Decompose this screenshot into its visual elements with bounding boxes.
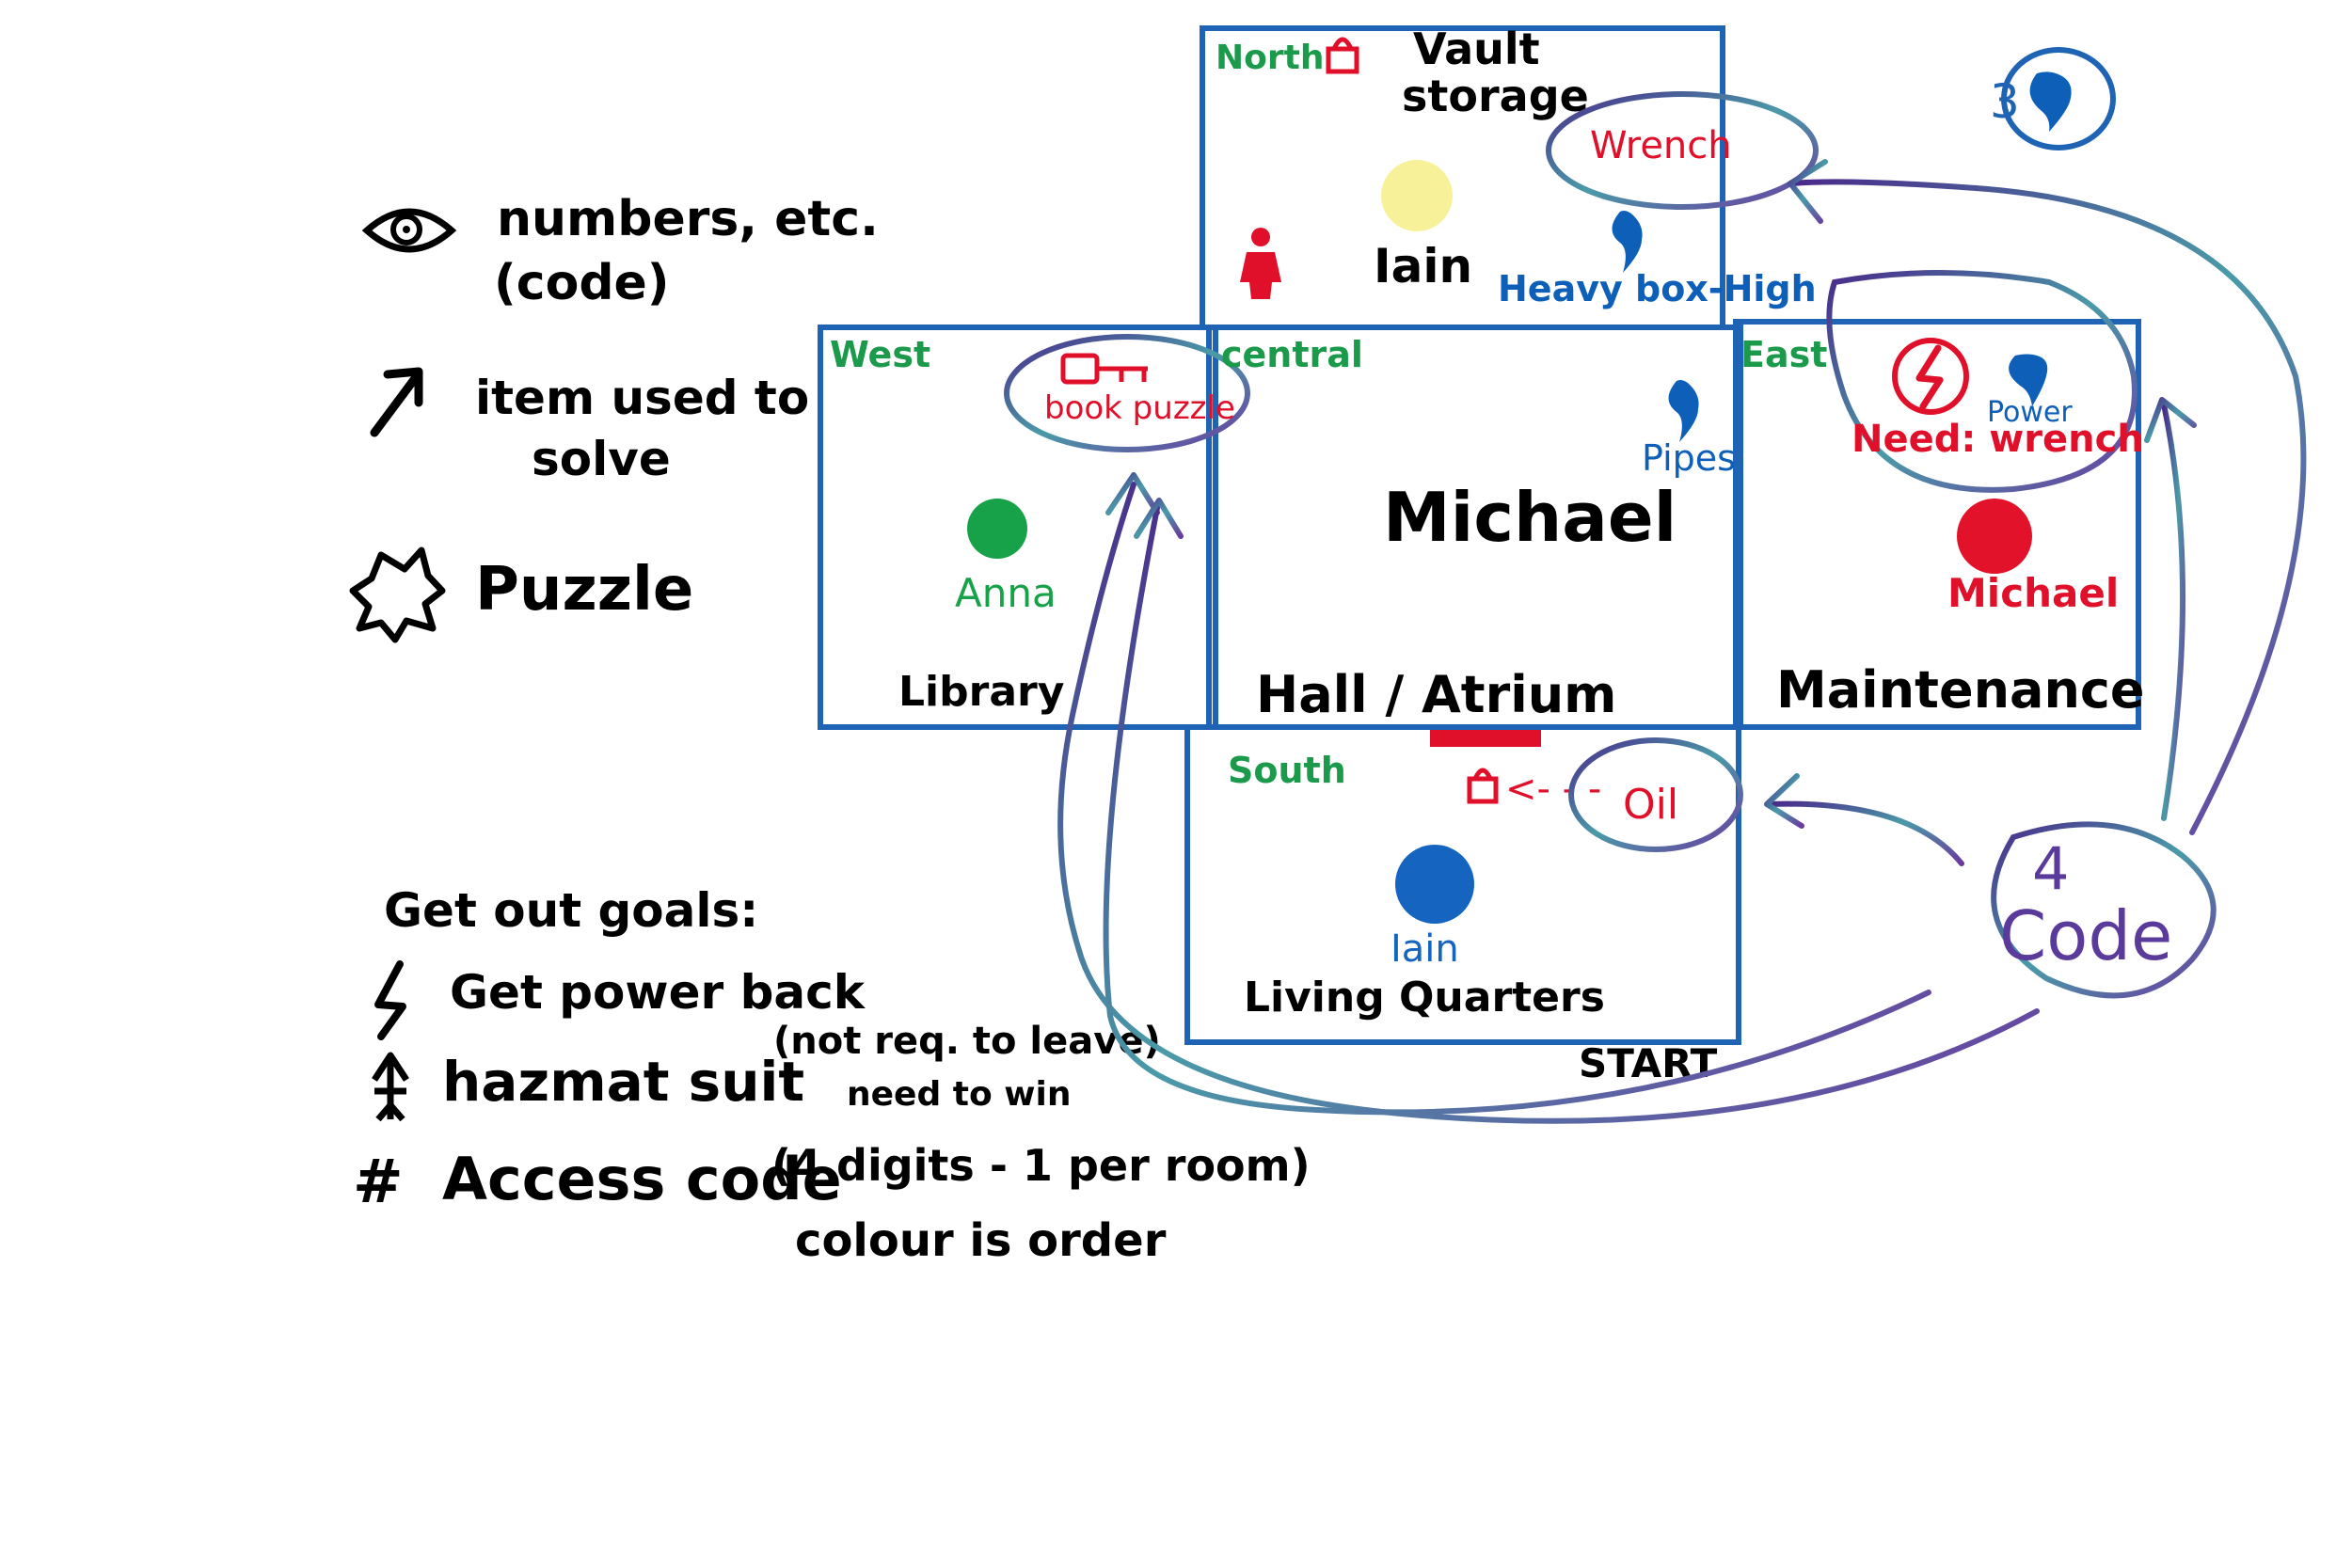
- arrow-to-oil: [1766, 800, 1964, 866]
- arrow-to-book-puzzle: [1057, 482, 2040, 1124]
- lightning-icon-red: [1915, 344, 1944, 410]
- central-heart-note: Pipes: [1642, 437, 1736, 479]
- west-character-label: Anna: [955, 570, 1057, 616]
- legend-eye-sublabel: (code): [494, 255, 670, 311]
- east-room-name: Maintenance: [1776, 660, 2145, 720]
- south-direction-label: South: [1228, 750, 1346, 791]
- arrow-to-east: [2161, 402, 2185, 821]
- legend: numbers, etc. (code) item used to solve …: [349, 191, 879, 643]
- code-badge: 4 Code: [1991, 821, 2217, 999]
- hazmat-icon: [372, 1052, 409, 1122]
- central-character-label: Michael: [1383, 478, 1677, 557]
- central-direction-label: central: [1221, 334, 1363, 375]
- south-room-content: South <- - - Oil Iain Living Quarters ST…: [1228, 730, 1743, 1086]
- central-room-name: Hall / Atrium: [1256, 665, 1616, 724]
- north-room-content: North Vault storage Wrench Iain Heavy bo…: [1216, 24, 1819, 309]
- code-number: 4: [2032, 834, 2069, 903]
- arrow-to-central: [1103, 505, 1931, 1116]
- figure-icon: [1240, 228, 1281, 299]
- south-room-name: Living Quarters: [1244, 974, 1605, 1022]
- room-east: [1733, 319, 2141, 730]
- east-need-label: Need: wrench: [1851, 418, 2144, 461]
- locked-door-bar: [1430, 730, 1541, 747]
- goal-power: Get power back: [450, 965, 866, 1020]
- goal-access-note: (4 digits - 1 per room): [771, 1140, 1311, 1191]
- heart-icon-north: [1612, 211, 1643, 273]
- connector-arrows: [1057, 159, 2307, 1124]
- room-south: [1184, 724, 1741, 1045]
- lives-badge: 3: [1990, 47, 2116, 150]
- south-character-label: Iain: [1391, 927, 1459, 971]
- legend-eye-label: numbers, etc.: [497, 191, 879, 247]
- south-clue-circle: [1568, 737, 1743, 852]
- east-power-label: Power: [1987, 396, 2073, 429]
- north-clue-circle: [1546, 91, 1819, 210]
- west-clue-circle: [1004, 334, 1250, 452]
- west-room-content: West book puzzle Anna Library: [830, 334, 1250, 716]
- goal-hazmat-subnote: need to win: [847, 1075, 1071, 1114]
- north-character-label: Iain: [1374, 239, 1472, 293]
- arrow-to-wrench: [1789, 179, 2307, 835]
- east-room-content: East Power Need: wrench Michael Maintena…: [1740, 270, 2145, 720]
- puzzle-icon: [349, 546, 446, 643]
- lock-icon-south: [1467, 768, 1499, 804]
- legend-puzzle-label: Puzzle: [475, 555, 693, 625]
- code-label: Code: [1999, 896, 2172, 975]
- east-character-label: Michael: [1947, 570, 2119, 616]
- iain-token-yellow: [1381, 160, 1453, 231]
- eye-icon: [361, 208, 457, 253]
- north-heart-note: Heavy box-High: [1498, 268, 1817, 309]
- room-grid: [818, 25, 2141, 1045]
- room-west: [818, 325, 1218, 730]
- power-circle: [1892, 338, 1969, 415]
- west-clue-label: book puzzle: [1044, 389, 1235, 427]
- east-direction-label: East: [1740, 334, 1827, 375]
- north-room-name-2: storage: [1402, 71, 1589, 121]
- michael-token: [1957, 499, 2032, 574]
- west-direction-label: West: [830, 334, 930, 375]
- lives-count: 3: [1990, 74, 2020, 129]
- start-label: START: [1579, 1040, 1718, 1086]
- key-icon: [1060, 353, 1148, 385]
- goal-hazmat-note: (not req. to leave): [773, 1020, 1161, 1063]
- central-room-content: central Pipes Michael Hall / Atrium: [1221, 334, 1736, 724]
- heart-icon-central: [1668, 380, 1699, 442]
- west-room-name: Library: [898, 668, 1064, 716]
- arrow-icon: [370, 367, 423, 437]
- goals-title: Get out goals:: [384, 883, 758, 938]
- anna-token: [967, 499, 1027, 559]
- goal-hazmat: hazmat suit: [442, 1050, 804, 1114]
- heart-icon-lives: [2029, 71, 2072, 132]
- legend-arrow-label: item used to: [475, 371, 809, 425]
- heart-icon-east: [2009, 354, 2048, 406]
- hash-icon: #: [353, 1148, 404, 1217]
- goals: Get out goals: Get power back hazmat sui…: [353, 883, 1311, 1267]
- goal-colour-note: colour is order: [795, 1214, 1167, 1267]
- lightning-icon: [374, 960, 406, 1040]
- lock-icon: [1326, 37, 1359, 74]
- north-clue-label: Wrench: [1590, 124, 1732, 167]
- iain-token-blue: [1395, 845, 1474, 924]
- goal-access-code: Access code: [442, 1145, 842, 1213]
- north-room-name: Vault: [1413, 24, 1540, 74]
- legend-arrow-sublabel: solve: [532, 432, 671, 486]
- north-direction-label: North: [1216, 39, 1324, 77]
- south-clue-label: Oil: [1623, 781, 1678, 829]
- dashed-arrow-icon: <- - -: [1505, 768, 1601, 811]
- east-clue-circle: [1826, 270, 2137, 493]
